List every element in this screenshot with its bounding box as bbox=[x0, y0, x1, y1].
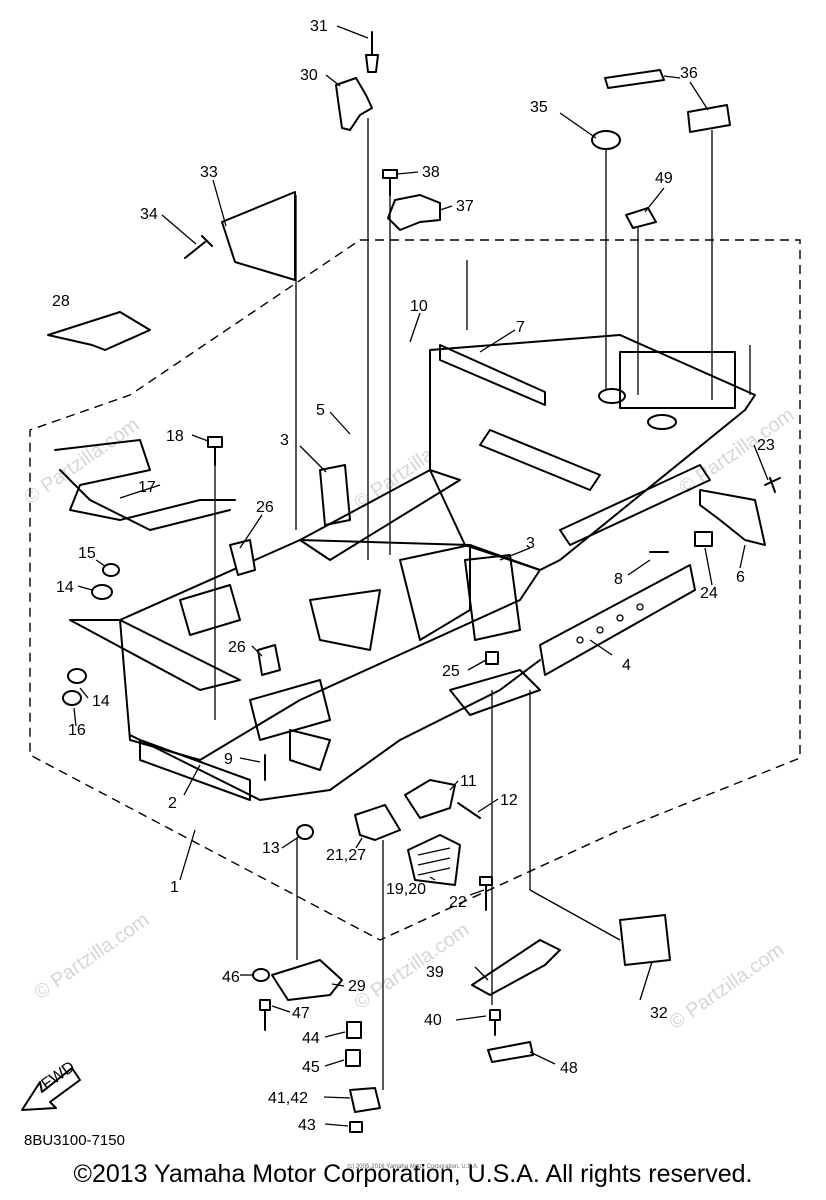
leader-lines bbox=[73, 25, 769, 1127]
callout-4: 4 bbox=[622, 657, 631, 674]
assembly-outline bbox=[29, 239, 801, 941]
callout-26: 26 bbox=[228, 639, 246, 656]
callout-41-42: 41,42 bbox=[268, 1090, 308, 1107]
callout-5: 5 bbox=[316, 402, 325, 419]
callout-15: 15 bbox=[78, 545, 96, 562]
callout-35: 35 bbox=[530, 99, 548, 116]
callout-32: 32 bbox=[650, 1005, 668, 1022]
callout-labels: 1 2 3 3 4 5 6 7 8 9 10 11 12 13 14 14 15… bbox=[52, 18, 775, 1134]
callout-6: 6 bbox=[736, 569, 745, 586]
callout-26: 26 bbox=[256, 499, 274, 516]
diagram-code: 8BU3100-7150 bbox=[24, 1132, 125, 1149]
callout-25: 25 bbox=[442, 663, 460, 680]
callout-31: 31 bbox=[310, 18, 328, 35]
callout-9: 9 bbox=[224, 751, 233, 768]
main-frame bbox=[69, 334, 756, 801]
callout-33: 33 bbox=[200, 164, 218, 181]
callout-47: 47 bbox=[292, 1005, 310, 1022]
callout-24: 24 bbox=[700, 585, 718, 602]
callout-11: 11 bbox=[460, 773, 477, 790]
callout-48: 48 bbox=[560, 1060, 578, 1077]
callout-7: 7 bbox=[516, 319, 525, 336]
callout-3: 3 bbox=[526, 535, 535, 552]
callout-18: 18 bbox=[166, 428, 184, 445]
watermark: © Partzilla.com bbox=[20, 414, 143, 509]
callout-40: 40 bbox=[424, 1012, 442, 1029]
callout-44: 44 bbox=[302, 1030, 320, 1047]
callout-14: 14 bbox=[56, 579, 74, 596]
watermark: © Partzilla.com bbox=[30, 909, 153, 1004]
callout-1: 1 bbox=[170, 879, 179, 896]
callout-34: 34 bbox=[140, 206, 158, 223]
callout-37: 37 bbox=[456, 198, 474, 215]
callout-21-27: 21,27 bbox=[326, 847, 366, 864]
callout-3: 3 bbox=[280, 432, 289, 449]
callout-39: 39 bbox=[426, 964, 444, 981]
callout-36: 36 bbox=[680, 65, 698, 82]
callout-23: 23 bbox=[757, 437, 775, 454]
callout-10: 10 bbox=[410, 298, 428, 315]
callout-43: 43 bbox=[298, 1117, 316, 1134]
callout-12: 12 bbox=[500, 792, 518, 809]
callout-45: 45 bbox=[302, 1059, 320, 1076]
callout-49: 49 bbox=[655, 170, 673, 187]
watermark: © Partzilla.com bbox=[665, 939, 788, 1034]
callout-22: 22 bbox=[449, 894, 467, 911]
callout-16: 16 bbox=[68, 722, 86, 739]
fine-print: (c) 2005-2016 Yamaha Motor Corporation, … bbox=[347, 1164, 479, 1170]
callout-38: 38 bbox=[422, 164, 440, 181]
callout-28: 28 bbox=[52, 293, 70, 310]
callout-13: 13 bbox=[262, 840, 280, 857]
watermark: © Partzilla.com bbox=[350, 919, 473, 1014]
callout-2: 2 bbox=[168, 795, 177, 812]
watermarks: © Partzilla.com © Partzilla.com © Partzi… bbox=[20, 404, 798, 1034]
callout-8: 8 bbox=[614, 571, 623, 588]
small-parts bbox=[47, 31, 781, 1133]
callout-17: 17 bbox=[138, 479, 156, 496]
callout-46: 46 bbox=[222, 969, 240, 986]
callout-29: 29 bbox=[348, 978, 366, 995]
callout-19-20: 19,20 bbox=[386, 881, 426, 898]
fwd-arrow-icon: FWD bbox=[21, 1058, 81, 1111]
callout-14: 14 bbox=[92, 693, 110, 710]
callout-30: 30 bbox=[300, 67, 318, 84]
copyright-notice: ©2013 Yamaha Motor Corporation, U.S.A. A… bbox=[73, 1160, 753, 1188]
